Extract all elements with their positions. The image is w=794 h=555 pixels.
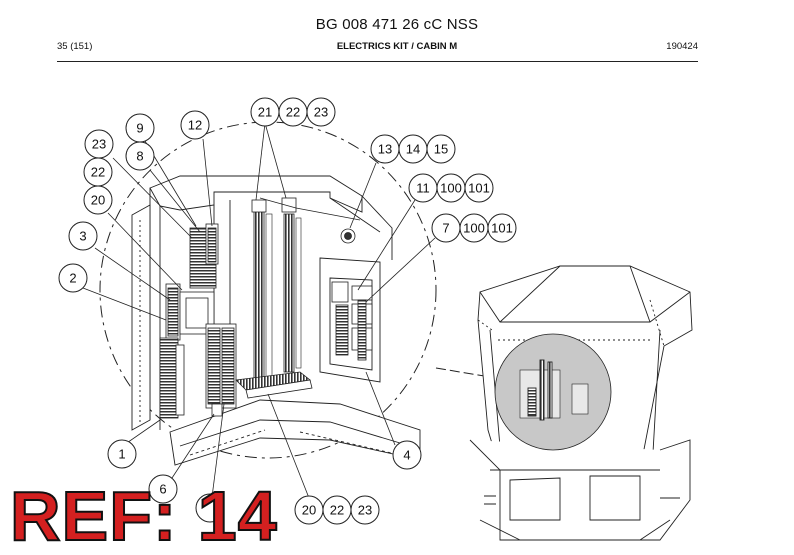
callout-21: 21 [250,97,280,127]
svg-text:20: 20 [91,193,105,208]
page-number: 35 (151) [57,41,93,52]
svg-text:14: 14 [406,142,420,157]
svg-text:3: 3 [79,229,86,244]
callout-101: 101 [487,213,517,243]
svg-text:1: 1 [118,447,125,462]
callout-20: 20 [294,495,324,525]
callout-23: 23 [306,97,336,127]
callout-100: 100 [459,213,489,243]
callout-6: 6 [148,474,178,504]
svg-text:101: 101 [468,181,490,196]
fuse-relay-panel [331,281,373,361]
cabin-overview [469,265,693,541]
callout-22: 22 [322,495,352,525]
callout-8: 8 [125,141,155,171]
callout-11: 11 [408,173,438,203]
svg-text:101: 101 [491,221,513,236]
svg-text:15: 15 [434,142,448,157]
svg-text:13: 13 [378,142,392,157]
callout-22: 22 [83,157,113,187]
callout-9: 9 [125,113,155,143]
callout-15: 15 [426,134,456,164]
callout-101: 101 [464,173,494,203]
upper-terminal-block [189,223,219,289]
callout-22: 22 [278,97,308,127]
svg-text:22: 22 [286,105,300,120]
callout-7: 7 [431,213,461,243]
callout-23: 23 [350,495,380,525]
lower-terminal-bank [205,323,237,417]
header-divider [57,61,698,62]
callout-1: 1 [107,439,137,469]
callout-13: 13 [370,134,400,164]
svg-text:9: 9 [136,121,143,136]
svg-text:20: 20 [302,503,316,518]
svg-text:23: 23 [358,503,372,518]
bottom-terminal-strip [235,371,313,399]
svg-text:11: 11 [416,181,430,196]
svg-text:100: 100 [463,221,485,236]
callout-2: 2 [58,263,88,293]
callout-20: 20 [83,185,113,215]
svg-text:7: 7 [442,221,449,236]
svg-text:23: 23 [92,137,106,152]
svg-text:12: 12 [188,118,202,133]
callout-4: 4 [392,440,422,470]
svg-text:8: 8 [136,149,143,164]
document-date: 190424 [666,41,698,52]
section-title: ELECTRICS KIT / CABIN M [336,41,458,52]
svg-text:100: 100 [440,181,462,196]
callout-23: 23 [84,129,114,159]
cabin-lamp [340,228,356,244]
detail-circle [99,121,437,459]
svg-text:22: 22 [330,503,344,518]
ref-overlay-label: REF: 14 [9,477,278,555]
callout-14: 14 [398,134,428,164]
din-rail-terminal-strips [251,197,361,387]
svg-text:6: 6 [159,482,166,497]
callout-3: 3 [68,221,98,251]
callout-100: 100 [436,173,466,203]
svg-text:2: 2 [69,271,76,286]
callout-12: 12 [180,110,210,140]
svg-text:4: 4 [403,448,410,463]
callout-bubbles: 23 9 12 21 22 23 8 22 13 14 15 20 11 100… [58,97,517,525]
svg-text:23: 23 [314,105,328,120]
svg-text:21: 21 [258,105,272,120]
hidden-callout-bubble [195,493,225,523]
document-title: BG 008 471 26 cC NSS [315,16,479,33]
svg-text:22: 22 [91,165,105,180]
